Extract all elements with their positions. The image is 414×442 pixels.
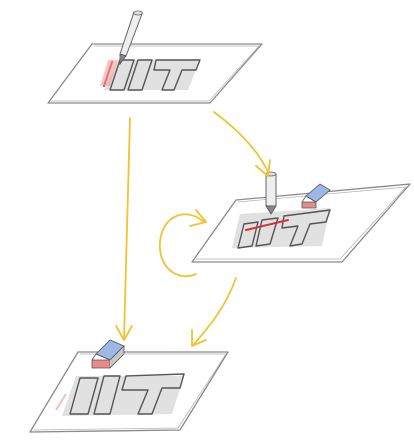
- glyph-shape-final: [62, 374, 184, 416]
- arrow-rotation-loop: [160, 210, 206, 276]
- panel-rotated-view: [192, 172, 410, 262]
- pen-icon-rotated: [266, 172, 276, 214]
- panel-original: [48, 11, 262, 103]
- glyph-shape-original: [104, 60, 200, 90]
- glyph-shape-rotated: [232, 208, 330, 248]
- arrow-rotated-to-final: [192, 278, 236, 346]
- arrow-original-to-final: [116, 118, 132, 340]
- panel-final: [30, 340, 228, 432]
- arrow-original-to-rotated: [214, 112, 270, 176]
